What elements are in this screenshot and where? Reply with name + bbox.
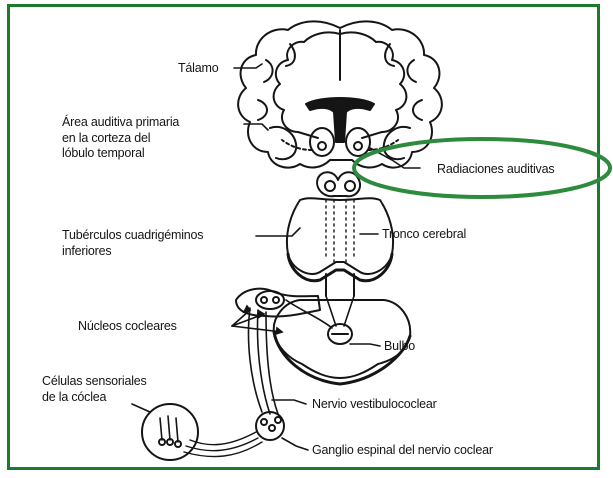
leader-nervio — [272, 400, 306, 404]
label-tuberculos: Tubérculos cuadrigéminos inferiores — [62, 228, 203, 259]
leader-talamo — [234, 64, 262, 68]
label-area-auditiva-line-2: en la corteza del — [62, 131, 179, 147]
label-area-auditiva: Área auditiva primaria en la corteza del… — [62, 115, 179, 162]
label-celulas-line-1: Células sensoriales — [42, 374, 147, 390]
brain-gyri-right — [385, 44, 422, 120]
label-talamo: Tálamo — [178, 61, 218, 77]
label-tronco: Tronco cerebral — [382, 227, 466, 243]
label-radiaciones: Radiaciones auditivas — [437, 162, 554, 178]
label-ganglio: Ganglio espinal del nervio coclear — [312, 443, 493, 459]
label-area-auditiva-line-1: Área auditiva primaria — [62, 115, 179, 131]
brainstem-shadow — [288, 254, 392, 281]
label-celulas: Células sensoriales de la cóclea — [42, 374, 147, 405]
label-area-auditiva-line-3: lóbulo temporal — [62, 146, 179, 162]
brainstem — [287, 198, 393, 274]
leader-tuberculos — [256, 228, 300, 236]
label-tuberculos-line-2: inferiores — [62, 244, 203, 260]
label-tuberculos-line-1: Tubérculos cuadrigéminos — [62, 228, 203, 244]
label-nucleos: Núcleos cocleares — [78, 319, 177, 335]
brain-gyri-left — [258, 44, 295, 120]
label-bulbo: Bulbo — [384, 339, 415, 355]
lateral-ventricle — [306, 98, 374, 142]
leader-nucleos-1 — [232, 310, 250, 326]
leader-bulbo — [350, 344, 380, 346]
label-nervio: Nervio vestibulococlear — [312, 397, 437, 413]
leader-ganglio — [282, 438, 308, 450]
leader-celulas — [132, 404, 150, 412]
brainstem-tracts — [326, 200, 354, 262]
stem-connector — [326, 274, 354, 296]
label-celulas-line-2: de la cóclea — [42, 390, 147, 406]
